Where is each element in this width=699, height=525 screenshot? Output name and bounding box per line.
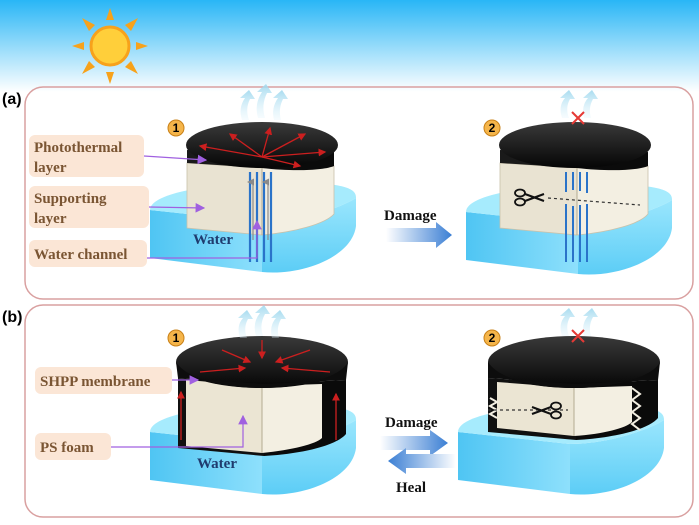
a2-vapor-arrows	[560, 90, 598, 118]
b2-step-badge: 2	[483, 329, 501, 347]
b-heal-arrow	[388, 448, 456, 474]
svg-text:2: 2	[489, 331, 496, 345]
label-water-channel: Water channel	[29, 240, 147, 267]
svg-text:SHPP membrane: SHPP membrane	[40, 374, 151, 390]
sun-icon	[72, 8, 148, 84]
b2-blocked-cross-icon	[571, 329, 585, 343]
a2-scissors-icon	[514, 188, 545, 207]
label-photothermal-layer: Photothermal layer	[29, 135, 144, 177]
a1-supporting-block	[186, 162, 335, 236]
panel-a-letter: (a)	[2, 91, 22, 108]
b1-ps-foam	[177, 378, 346, 456]
b1-water-label: Water	[197, 456, 237, 472]
svg-text:PS foam: PS foam	[40, 440, 94, 456]
label-ps-foam: PS foam	[35, 433, 111, 460]
b1-shpp-membrane	[176, 336, 348, 388]
svg-text:Water channel: Water channel	[34, 247, 127, 263]
b2-ps-foam	[487, 378, 658, 440]
svg-text:Photothermal: Photothermal	[34, 140, 122, 156]
b1-vapor-arrows	[238, 305, 286, 338]
panel-b-letter: (b)	[2, 309, 22, 326]
svg-text:1: 1	[173, 121, 180, 135]
a1-water-label: Water	[193, 232, 233, 248]
b2-shpp-membrane	[488, 336, 660, 388]
b2-vapor-arrows	[560, 308, 598, 336]
a1-vapor-arrows	[240, 84, 288, 120]
callout-water-channel	[147, 219, 262, 259]
a1-water-channels	[247, 172, 273, 262]
a2-blocked-cross-icon	[571, 111, 585, 125]
a2-photothermal-layer	[499, 122, 651, 171]
b-damage-arrow	[380, 430, 448, 456]
a-damage-label: Damage	[384, 208, 437, 224]
callout-supporting	[148, 203, 206, 213]
b2-scissors-icon	[531, 401, 562, 420]
svg-text:layer: layer	[34, 160, 67, 176]
label-supporting-layer: Supporting layer	[29, 186, 149, 228]
panel-b-frame	[24, 304, 694, 518]
callout-foam	[111, 414, 248, 448]
svg-text:layer: layer	[34, 211, 67, 227]
svg-text:Supporting: Supporting	[34, 191, 107, 207]
b-damage-label: Damage	[385, 415, 438, 431]
svg-text:2: 2	[489, 121, 496, 135]
panel-a-frame	[24, 86, 694, 300]
a2-step-badge: 2	[483, 119, 501, 137]
a1-step-badge: 1	[167, 119, 185, 137]
a1-photothermal-layer	[186, 122, 338, 171]
a-damage-arrow	[386, 222, 452, 248]
b-heal-label: Heal	[396, 480, 426, 496]
label-shpp-membrane: SHPP membrane	[35, 367, 172, 394]
svg-text:1: 1	[173, 331, 180, 345]
callout-photothermal	[143, 154, 208, 165]
a2-water-channels	[565, 172, 588, 262]
b1-step-badge: 1	[167, 329, 185, 347]
